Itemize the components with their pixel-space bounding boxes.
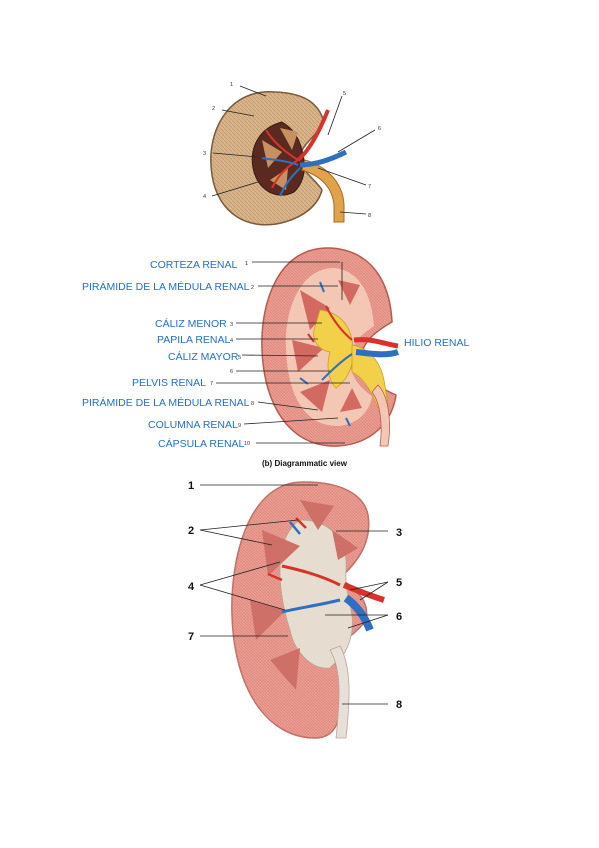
label-caliz-menor: CÁLIZ MENOR	[155, 317, 227, 330]
fig2-number-2: 2	[251, 285, 254, 291]
fig1-number-5: 5	[343, 91, 346, 97]
fig3-number-4: 4	[188, 581, 195, 593]
figure-2-kidney: CORTEZA RENAL 1 PIRÁMIDE DE LA MÉDULA RE…	[82, 247, 470, 468]
diagram-caption: (b) Diagrammatic view	[262, 459, 348, 468]
label-hilio-renal: HILIO RENAL	[404, 337, 470, 349]
figure-3-kidney: 1 2 3 4 5 6 7 8	[188, 480, 402, 739]
label-piramide-medula-1: PIRÁMIDE DE LA MÉDULA RENAL	[82, 280, 250, 293]
fig1-number-3: 3	[203, 151, 206, 157]
label-pelvis-renal: PELVIS RENAL	[132, 377, 206, 389]
label-papila-renal: PAPILA RENAL	[157, 334, 231, 346]
fig2-number-3: 3	[230, 322, 233, 328]
fig1-number-1: 1	[230, 82, 233, 88]
label-caliz-mayor: CÁLIZ MAYOR	[168, 350, 239, 363]
fig3-number-6: 6	[396, 611, 402, 623]
fig2-number-10: 10	[244, 441, 250, 447]
fig3-number-2: 2	[188, 525, 194, 537]
label-columna-renal: COLUMNA RENAL	[148, 419, 238, 431]
label-corteza-renal: CORTEZA RENAL	[150, 259, 237, 271]
fig2-number-5: 5	[238, 355, 241, 361]
fig3-number-5: 5	[396, 577, 402, 589]
fig1-number-8: 8	[368, 213, 371, 219]
label-piramide-medula-2: PIRÁMIDE DE LA MÉDULA RENAL	[82, 396, 250, 409]
fig3-number-3: 3	[396, 527, 402, 539]
fig1-number-7: 7	[368, 184, 371, 190]
fig2-number-1: 1	[245, 261, 248, 267]
fig2-number-6: 6	[230, 369, 233, 375]
fig3-number-1: 1	[188, 480, 194, 492]
fig1-number-4: 4	[203, 194, 206, 200]
fig1-number-6: 6	[378, 126, 381, 132]
fig2-number-8: 8	[251, 401, 254, 407]
fig2-number-9: 9	[238, 423, 241, 429]
fig2-number-4: 4	[230, 338, 233, 344]
fig1-number-2: 2	[212, 106, 215, 112]
fig2-number-7: 7	[210, 381, 213, 387]
figure-1-kidney: 1 2 3 4 5 6 7 8	[203, 82, 381, 226]
fig3-number-8: 8	[396, 699, 402, 711]
label-capsula-renal: CÁPSULA RENAL	[158, 437, 245, 450]
fig3-number-7: 7	[188, 631, 194, 643]
